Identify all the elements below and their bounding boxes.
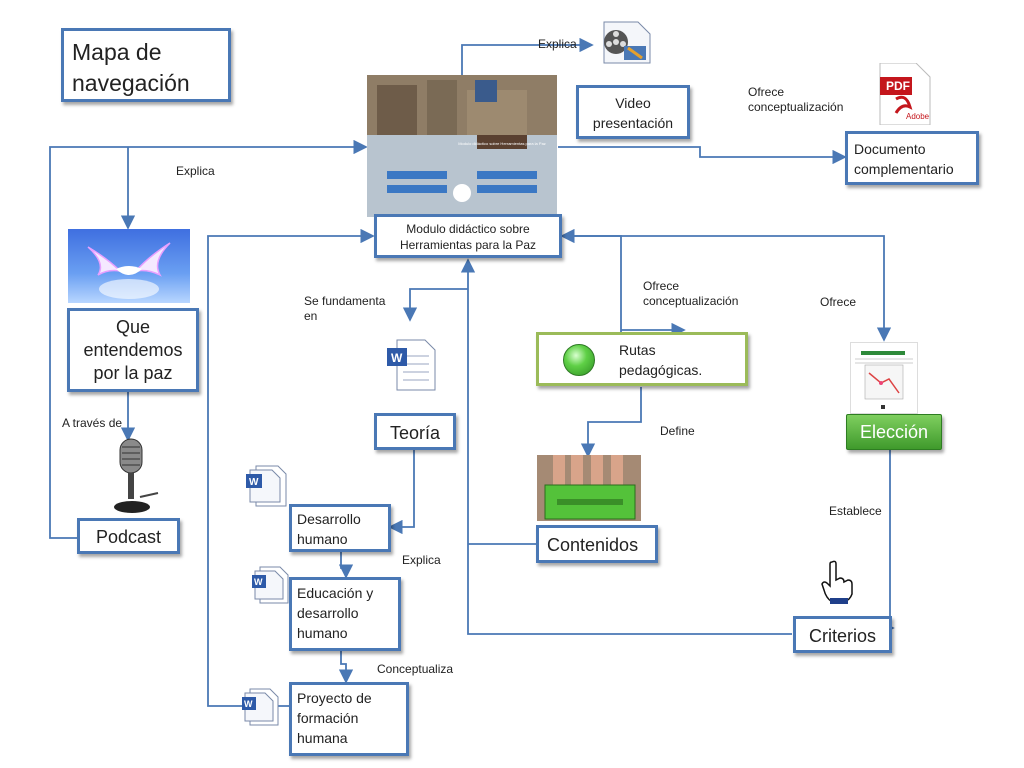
- doves-image[interactable]: [68, 229, 190, 303]
- edge-central-video: [461, 37, 594, 75]
- educacion-label: Educación y desarrollo humano: [297, 585, 374, 641]
- que-entendemos-label: Que entendemos por la paz: [83, 317, 183, 383]
- svg-text:W: W: [391, 351, 403, 365]
- edge-label-ofrece: Ofrece: [820, 295, 857, 309]
- edge-label-a-traves-de: A través de: [62, 416, 123, 430]
- edge-label-ofrece-conceptualizacion-rutas: Ofrece conceptualización: [643, 279, 739, 308]
- banner-caption: Modulo didáctico sobre Herramientas para…: [458, 141, 546, 146]
- plaza-photo-icon: Modulo didáctico sobre Herramientas para…: [367, 75, 557, 217]
- edge-rutas-central: [560, 228, 622, 333]
- edge-label-conceptualiza: Conceptualiza: [377, 662, 454, 676]
- feet-on-box-icon: [537, 455, 641, 521]
- criterios-box[interactable]: Criterios: [793, 616, 892, 653]
- edge-label-establece: Establece: [829, 504, 882, 518]
- teoria-label: Teoría: [389, 423, 441, 443]
- hand-pointer-icon: [820, 560, 854, 606]
- edge-podcast-central: [49, 139, 368, 539]
- svg-text:W: W: [244, 699, 253, 709]
- documento-label: Documento complementario: [854, 141, 954, 177]
- edge-eleccion-criterios: [880, 450, 895, 636]
- svg-text:W: W: [254, 577, 263, 587]
- word-document-icon-4[interactable]: W: [240, 687, 282, 727]
- central-module-label: Modulo didáctico sobre Herramientas para…: [399, 222, 537, 252]
- proyecto-label: Proyecto de formación humana: [297, 690, 372, 746]
- word-document-icon-3[interactable]: W: [250, 565, 290, 605]
- pdf-badge: PDF: [886, 79, 910, 93]
- edge-label-explica-video: Explica: [538, 37, 577, 51]
- title-box: Mapa de navegación: [61, 28, 231, 102]
- edge-label-ofrece-conceptualizacion-doc: Ofrece conceptualización: [748, 85, 844, 114]
- central-module-image[interactable]: Modulo didáctico sobre Herramientas para…: [367, 75, 557, 217]
- edge-criterios-central: [460, 258, 792, 635]
- dove-icon: [87, 242, 171, 299]
- video-icon[interactable]: [598, 20, 654, 65]
- edge-central-teoria: [402, 288, 468, 322]
- video-box[interactable]: Video presentación: [576, 85, 690, 139]
- criterios-label: Criterios: [809, 626, 877, 646]
- desarrollo-humano-label: Desarrollo humano: [297, 511, 361, 547]
- proyecto-box[interactable]: Proyecto de formación humana: [289, 682, 409, 756]
- edge-rutas-contenidos: [580, 387, 642, 458]
- que-entendemos-box[interactable]: Que entendemos por la paz: [67, 308, 199, 392]
- rutas-box[interactable]: Rutas pedagógicas.: [536, 332, 748, 386]
- video-label: Video presentación: [592, 95, 674, 131]
- teoria-box[interactable]: Teoría: [374, 413, 456, 450]
- edge-label-explica-desarrollo: Explica: [402, 553, 441, 567]
- rutas-label: Rutas pedagógicas.: [619, 342, 703, 378]
- pdf-icon[interactable]: PDF Adobe: [876, 62, 932, 126]
- podcast-label: Podcast: [95, 527, 162, 547]
- word-document-icon-2[interactable]: W: [244, 464, 288, 508]
- edge-teoria-desarrollo: [388, 450, 415, 535]
- edge-central-documento: [558, 146, 847, 165]
- podcast-box[interactable]: Podcast: [77, 518, 180, 554]
- educacion-box[interactable]: Educación y desarrollo humano: [289, 577, 401, 651]
- contenidos-box[interactable]: Contenidos: [536, 525, 658, 563]
- edge-label-define: Define: [660, 424, 695, 438]
- documento-box[interactable]: Documento complementario: [845, 131, 979, 185]
- desarrollo-humano-box[interactable]: Desarrollo humano: [289, 504, 391, 552]
- contenidos-image[interactable]: [537, 455, 641, 521]
- edge-desarrollo-educacion: [338, 550, 354, 579]
- central-module-box[interactable]: Modulo didáctico sobre Herramientas para…: [374, 214, 562, 258]
- edge-central-eleccion: [562, 235, 892, 342]
- eleccion-document-thumbnail[interactable]: [850, 342, 918, 414]
- green-circle-icon: [563, 344, 595, 376]
- svg-text:W: W: [249, 477, 259, 488]
- contenidos-label: Contenidos: [547, 535, 639, 555]
- word-document-icon[interactable]: W: [385, 338, 437, 392]
- microphone-icon[interactable]: [110, 437, 160, 515]
- page-title: Mapa de navegación: [72, 39, 190, 96]
- map-thumbnail-icon: [855, 351, 913, 409]
- edge-label-explica-left: Explica: [176, 164, 215, 178]
- eleccion-button[interactable]: Elección: [846, 414, 942, 450]
- edge-educacion-proyecto: [338, 650, 354, 684]
- edge-label-se-fundamenta: Se fundamenta en: [304, 294, 386, 323]
- pdf-brand: Adobe: [906, 112, 930, 121]
